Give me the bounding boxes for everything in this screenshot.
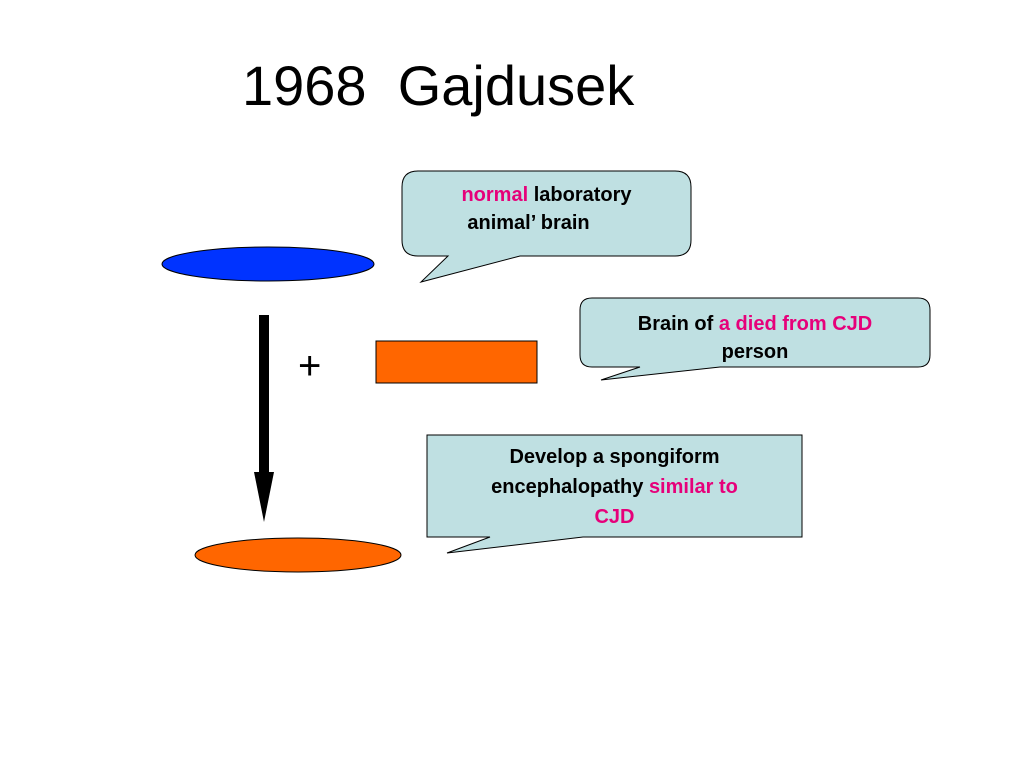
result-brain-ellipse — [194, 537, 402, 573]
normal-brain-ellipse — [161, 246, 375, 282]
callout-cjd-highlight: a died from CJD — [718, 313, 873, 335]
callout-cjd-line1: Brain of — [637, 313, 719, 335]
callout-normal-line2: animal’ brain — [467, 212, 590, 234]
callout-cjd-text: Brain of a died from CJD person — [580, 310, 930, 366]
callout-normal-line1: laboratory — [528, 184, 632, 206]
callout-result-highlight2: CJD — [594, 506, 635, 528]
callout-normal-bubble — [401, 170, 692, 283]
slide-title: 1968 Gajdusek — [242, 54, 635, 117]
callout-normal-text: normal laboratory animal’ brain — [402, 181, 691, 237]
callout-cjd-line2: person — [721, 341, 789, 363]
callout-normal-highlight: normal — [461, 184, 529, 206]
callout-result-text: Develop a spongiform encephalopathy simi… — [427, 442, 802, 532]
callout-result-highlight1: similar to — [648, 476, 738, 498]
callout-result-line2: encephalopathy — [491, 476, 649, 498]
callout-result-line1: Develop a spongiform — [509, 446, 720, 468]
down-arrow-icon — [254, 315, 274, 522]
callout-result-bubble — [426, 434, 803, 554]
callout-cjd-bubble — [579, 297, 931, 381]
cjd-brain-rect — [375, 340, 538, 384]
plus-sign: + — [298, 344, 322, 388]
